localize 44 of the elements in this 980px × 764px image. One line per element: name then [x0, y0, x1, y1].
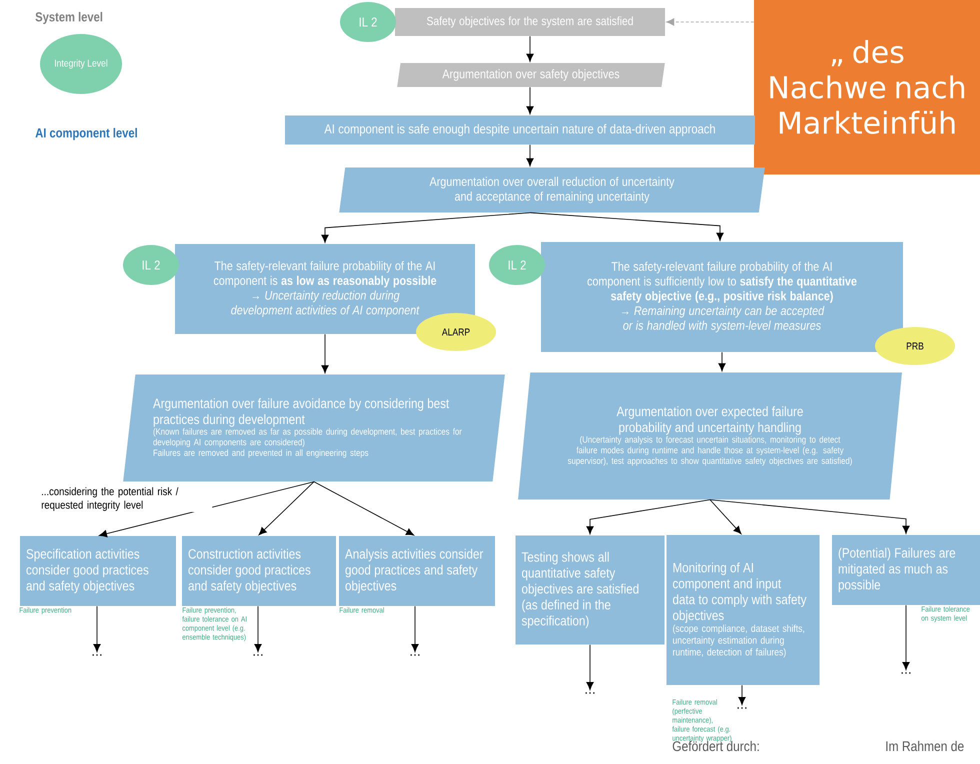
arrow: [530, 212, 724, 241]
ellipsis: …: [410, 654, 420, 656]
arrow: [526, 144, 534, 166]
level-heading: AI component level: [35, 128, 137, 140]
ellipsis: …: [92, 654, 102, 656]
arrow: [254, 606, 262, 652]
claim-box: The safety-relevant failure probability of the AI component is sufficiently low to satisfy the quantitative safety objective (e.g., positive risk balance) → Remaining uncertainty can be accepted or is handled with system-level measures: [541, 242, 903, 352]
arrow: [93, 606, 101, 652]
claim-box: AI component is safe enough despite uncertain nature of data-driven approach: [285, 116, 755, 144]
goal-box: Safety objectives for the system are satisfied: [395, 8, 665, 36]
argument-parallelogram: Argumentation over overall reduction of uncertainty and acceptance of remaining uncertainty: [339, 168, 765, 212]
arrow: [666, 18, 754, 26]
activity-box: Testing shows all quantitative safety objectives are satisfied (as defined in the specification): [516, 536, 664, 644]
arrow: [586, 499, 710, 534]
arrow: [586, 644, 594, 690]
arrow: [258, 481, 314, 536]
arrow: [710, 499, 910, 534]
arrow: [321, 334, 329, 374]
arrow: [710, 499, 742, 534]
activity-box: Specification activities consider good practices and safety objectives: [20, 536, 176, 606]
ellipsis: …: [738, 707, 746, 709]
activity-box: (Potential) Failures are mitigated as much as possible: [832, 535, 980, 605]
activity-box: Construction activities consider good practices and safety objectives: [182, 536, 336, 606]
arrow: [718, 352, 726, 372]
ellipsis: …: [902, 672, 910, 674]
arrow: [902, 604, 910, 670]
activity-box: Monitoring of AI component and input data to comply with safety objectives (scope compliance, dataset shifts, uncertainty estimation during runtime, detection of failures): [666, 535, 820, 685]
ellipsis: …: [586, 692, 594, 694]
ellipsis: …: [254, 654, 262, 656]
arrow: [411, 606, 419, 652]
level-heading: Im Rahmen de: [886, 740, 964, 752]
arrow: [526, 86, 534, 114]
arrow: [314, 481, 414, 536]
edge-label: ...considering the potential risk / requested integrity level: [40, 486, 212, 512]
argument-parallelogram: Argumentation over failure avoidance by considering best practices during development (Known failures are removed as far as possible during development, best practices for developing AI components are considered) Failures are removed and prevented in all engineering steps: [123, 374, 505, 482]
level-heading: Gefördert durch:: [672, 740, 759, 752]
arrow: [321, 212, 530, 243]
arrow: [526, 36, 534, 62]
argument-parallelogram: Argumentation over safety objectives: [397, 63, 665, 87]
arrow: [738, 684, 746, 706]
banner: „ des Nachwe nach Markteinfüh: [754, 0, 980, 174]
arrow: [98, 481, 314, 538]
activity-box: Analysis activities consider good practices and safety objectives: [339, 536, 495, 606]
argument-parallelogram: Argumentation over expected failure probability and uncertainty handling (Uncertainty analysis to forecast uncertain situations, monitoring to detect failure modes during runtime and handle those at system-level (e.g. safety supervisor), test approaches to show quantitative safety objectives are satisfied): [518, 372, 902, 500]
